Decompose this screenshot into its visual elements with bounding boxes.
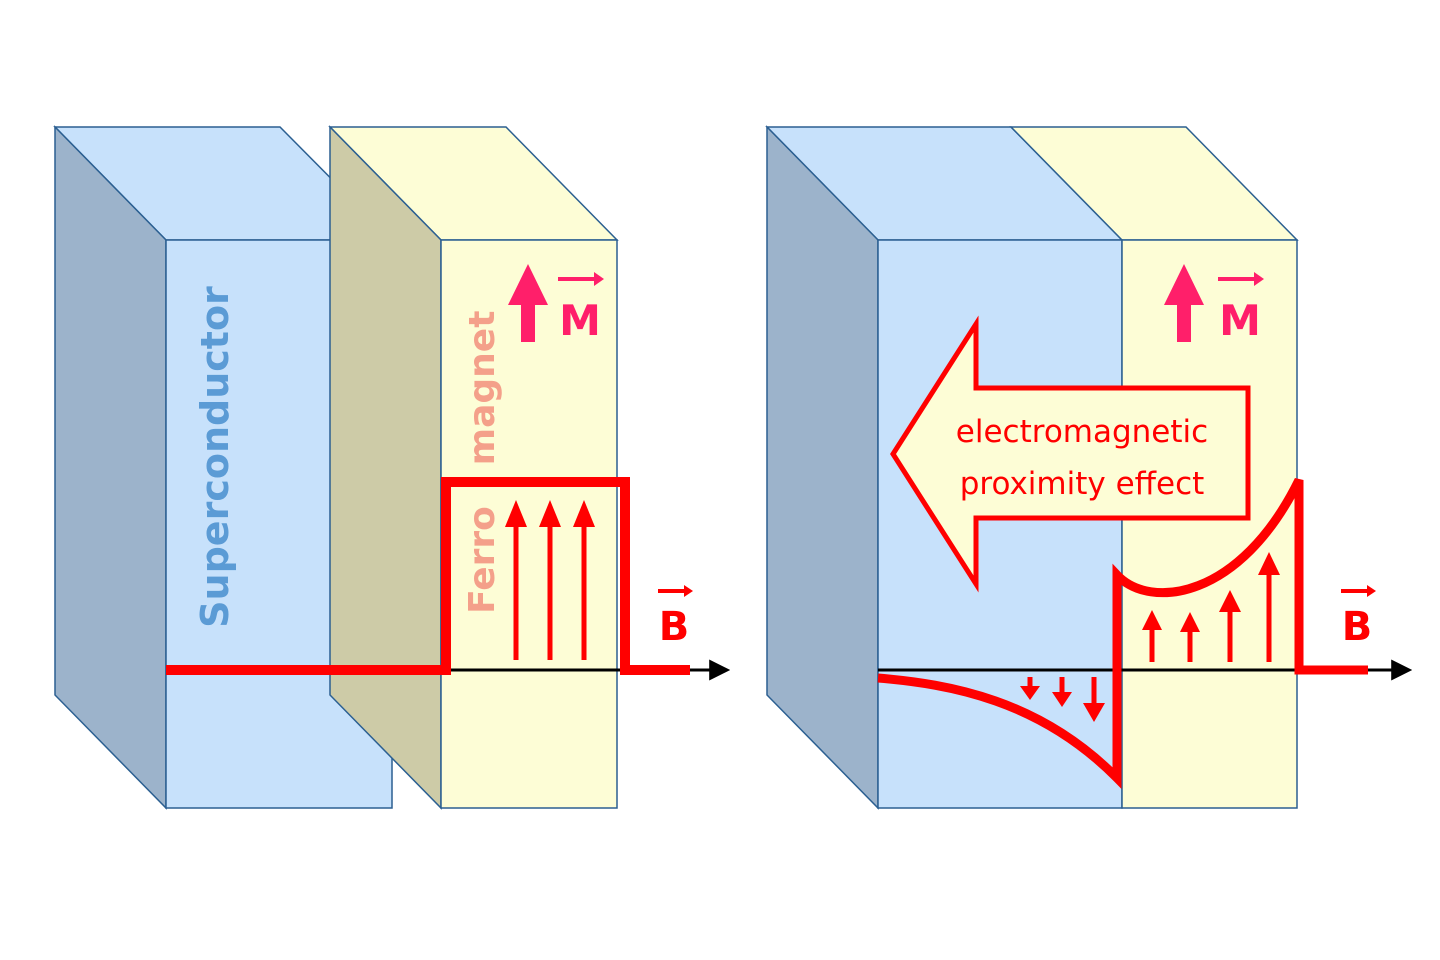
field-arrow-icon: [1052, 692, 1072, 707]
ferromagnet-side-face: [329, 125, 442, 810]
right-panel: M electromagnetic proximity effect: [765, 125, 1413, 810]
big-left-arrow-icon: [890, 315, 1251, 593]
magnetization-letter: M: [559, 296, 601, 345]
field-symbol-right: B: [1341, 585, 1376, 650]
superconductor-label: Superconductor: [193, 286, 237, 628]
field-arrows-up: [1142, 552, 1280, 662]
field-symbol-left: B: [658, 585, 693, 650]
superconductor-block-left: [53, 125, 394, 810]
magnetization-arrow-icon: [508, 264, 548, 342]
field-arrow-icon: [1219, 590, 1241, 612]
left-panel: Superconductor Ferro magnet M B: [53, 125, 731, 810]
field-letter: B: [659, 604, 690, 650]
effect-label-line1: electromagnetic: [956, 414, 1208, 450]
field-profile-right: [877, 478, 1368, 789]
ferro-label: Ferro: [462, 506, 503, 614]
field-arrow-icon: [1020, 686, 1040, 700]
magnet-label: magnet: [462, 311, 503, 466]
magnetization-symbol-right: M: [1164, 264, 1264, 345]
field-profile-left: [166, 477, 690, 675]
field-letter: B: [1342, 604, 1373, 650]
vector-bar-head-icon: [684, 585, 693, 597]
vector-bar-head-icon: [594, 272, 604, 286]
magnetization-symbol-left: M: [508, 264, 604, 345]
field-arrow-icon: [1180, 612, 1200, 632]
field-arrow-icon: [1258, 552, 1280, 575]
vector-bar-head-icon: [1254, 272, 1264, 286]
field-arrow-icon: [1083, 703, 1105, 722]
field-arrow-icon: [1142, 610, 1162, 630]
superconductor-side-face: [54, 125, 167, 810]
field-arrows-left: [505, 500, 595, 660]
field-arrow-icon: [539, 500, 561, 527]
field-arrow-icon: [505, 500, 527, 527]
proximity-effect-arrow: electromagnetic proximity effect: [890, 315, 1251, 593]
ferromagnet-block-left: [328, 125, 619, 810]
vector-bar-head-icon: [1367, 585, 1376, 597]
field-arrows-down: [1020, 677, 1105, 722]
field-arrow-icon: [573, 500, 595, 527]
superconductor-side-face: [766, 125, 879, 810]
effect-label-line2: proximity effect: [960, 466, 1205, 502]
superconductor-front-face: [877, 239, 1123, 809]
magnetization-arrow-icon: [1164, 264, 1204, 342]
magnetization-letter: M: [1219, 296, 1261, 345]
